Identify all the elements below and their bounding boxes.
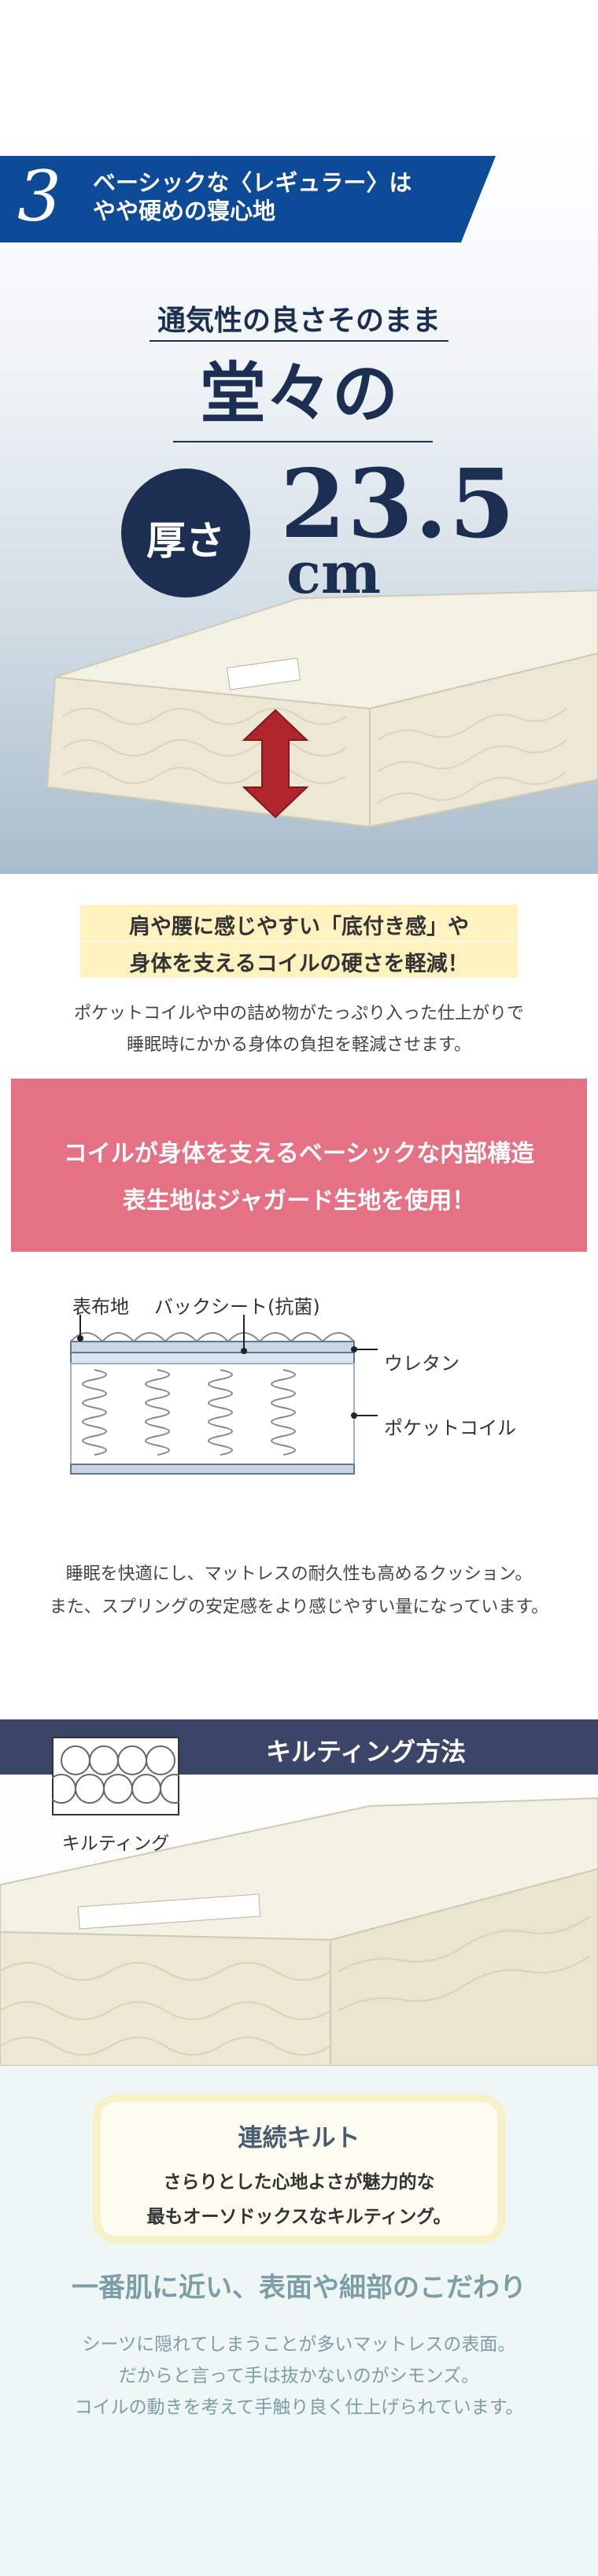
quilting-type-line2: 最もオーソドックスなキルティング。 [146, 2207, 452, 2227]
double-vertical-arrow-icon [242, 709, 309, 819]
feature-number: 3 [17, 156, 61, 237]
label-surface-fabric: 表布地 [72, 1296, 129, 1318]
highlight-box [80, 905, 518, 941]
detail-text-line1: シーツに隠れてしまうことが多いマットレスの表面。 [82, 2334, 516, 2355]
quilting-section-title: キルティング方法 [266, 1737, 467, 1767]
highlight-box [80, 942, 518, 978]
thickness-unit: cm [286, 539, 382, 606]
mattress-quilting-drawing [0, 1797, 598, 2066]
thickness-badge: 厚さ [121, 468, 250, 598]
highlight-text-line1: 肩や腰に感じやすい「底付き感」や [129, 915, 469, 939]
feature-number-badge: 3 ベーシックな〈レギュラー〉は やや硬めの寝心地 [0, 156, 496, 242]
mattress-structure-diagram [70, 1315, 378, 1475]
highlight-text-line2: 身体を支えるコイルの硬さを軽減！ [129, 952, 469, 976]
structure-banner-line2: 表生地はジャガード生地を使用！ [122, 1187, 476, 1215]
quilting-pattern-icon [52, 1737, 179, 1815]
quilting-type-line1: さらりとした心地よさが魅力的な [163, 2172, 435, 2193]
body-text-line1: ポケットコイルや中の詰め物がたっぷり入った仕上がりで [73, 1004, 524, 1023]
detail-text-line2: だからと言って手は抜かないのがシモンズ。 [118, 2366, 480, 2386]
label-back-sheet: バックシート(抗菌) [154, 1296, 320, 1318]
structure-text-line1: 睡眠を快適にし、マットレスの耐久性も高めるクッション。 [65, 1564, 533, 1584]
quilting-type-card [93, 2094, 505, 2244]
structure-text-line2: また、スプリングの安定感をより感じやすい量になっています。 [49, 1597, 549, 1617]
hero-headline: 堂々の [199, 354, 398, 432]
thickness-value: 23.5 [280, 449, 517, 560]
body-text-line2: 睡眠時にかかる身体の負担を軽減させます。 [127, 1035, 471, 1055]
feature-title-line2: やや硬めの寝心地 [93, 198, 276, 224]
hero-subtitle: 通気性の良さそのまま [157, 304, 441, 337]
label-pocket-coil: ポケットコイル [384, 1417, 516, 1439]
structure-banner [11, 1079, 587, 1252]
quilting-label: キルティング [61, 1834, 170, 1854]
detail-heading: 一番肌に近い、表面や細部のこだわり [72, 2272, 526, 2304]
divider [150, 340, 448, 342]
divider [173, 441, 433, 442]
thickness-label: 厚さ [146, 517, 225, 564]
feature-title-line1: ベーシックな〈レギュラー〉は [93, 169, 412, 196]
detail-text-line3: コイルの動きを考えて手触り良く仕上げられています。 [74, 2397, 524, 2418]
structure-banner-line1: コイルが身体を支えるベーシックな内部構造 [63, 1140, 535, 1168]
quilting-type-title: 連続キルト [238, 2124, 360, 2152]
label-urethane: ウレタン [384, 1353, 460, 1375]
